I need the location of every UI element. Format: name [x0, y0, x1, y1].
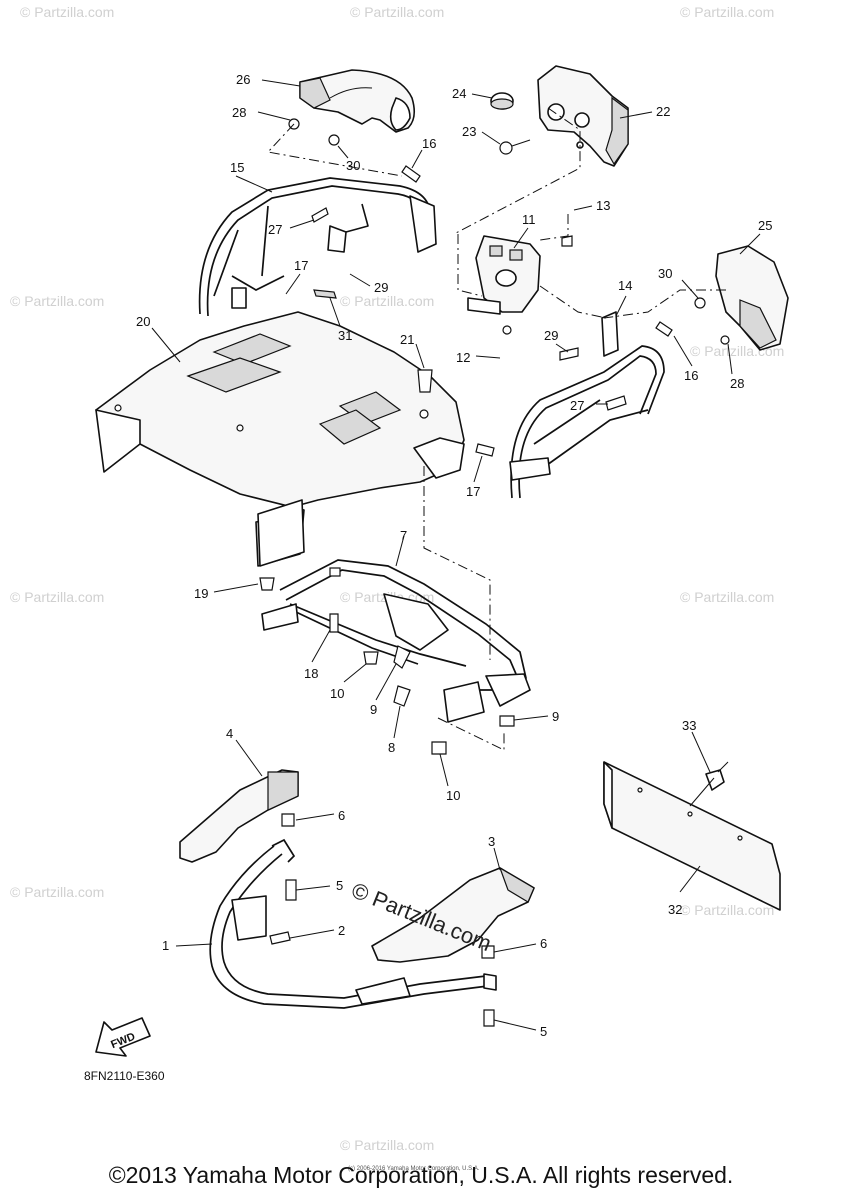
watermark: © Partzilla.com — [350, 4, 444, 20]
part-14-grab-bar-right — [475, 311, 673, 499]
part-1-bumper — [209, 838, 497, 1027]
part-20-rear-fender — [95, 311, 465, 567]
footer-small-text: (c) 2006-2016 Yamaha Motor Corporation, … — [348, 1166, 480, 1172]
callout-24: 24 — [452, 86, 466, 101]
callout-5: 5 — [336, 878, 343, 893]
callout-20: 20 — [136, 314, 150, 329]
part-15-grab-bar-left — [198, 177, 437, 317]
callout-6: 6 — [540, 936, 547, 951]
callout-13: 13 — [596, 198, 610, 213]
callout-25: 25 — [758, 218, 772, 233]
callout-15: 15 — [230, 160, 244, 175]
watermark: © Partzilla.com — [340, 293, 434, 309]
callout-3: 3 — [488, 834, 495, 849]
watermark: © Partzilla.com — [10, 589, 104, 605]
callout-12: 12 — [456, 350, 470, 365]
callout-11: 11 — [522, 212, 536, 227]
part-32-plate — [603, 761, 781, 911]
callout-30: 30 — [346, 158, 360, 173]
callout-22: 22 — [656, 104, 670, 119]
watermark-layer: © Partzilla.com © Partzilla.com © Partzi… — [10, 4, 784, 1153]
callout-numbers: 26 28 30 24 22 23 16 15 27 13 11 25 17 2… — [136, 72, 772, 1039]
watermark: © Partzilla.com — [680, 589, 774, 605]
diagram-code: 8FN2110-E360 — [84, 1069, 165, 1083]
watermark: © Partzilla.com — [10, 293, 104, 309]
callout-28: 28 — [730, 376, 744, 391]
callout-29: 29 — [544, 328, 558, 343]
part-3-side-cover — [371, 866, 535, 963]
watermark: © Partzilla.com — [10, 884, 104, 900]
callout-16: 16 — [684, 368, 698, 383]
callout-10: 10 — [446, 788, 460, 803]
leader-lines — [151, 79, 761, 1031]
part-26-guard-cap — [299, 69, 416, 133]
callout-2: 2 — [338, 923, 345, 938]
callout-9: 9 — [370, 702, 377, 717]
watermark: © Partzilla.com — [340, 1137, 434, 1153]
part-4-side-cover — [179, 769, 299, 863]
watermark: © Partzilla.com — [680, 902, 774, 918]
callout-7: 7 — [400, 528, 407, 543]
callout-8: 8 — [388, 740, 395, 755]
callout-6: 6 — [338, 808, 345, 823]
callout-17: 17 — [466, 484, 480, 499]
callout-1: 1 — [162, 938, 169, 953]
callout-14: 14 — [618, 278, 632, 293]
callout-26: 26 — [236, 72, 250, 87]
fasteners-subframe — [329, 613, 515, 755]
copyright-notice: ©2013 Yamaha Motor Corporation, U.S.A. A… — [108, 1162, 734, 1188]
callout-23: 23 — [462, 124, 476, 139]
callout-30: 30 — [658, 266, 672, 281]
callout-17: 17 — [294, 258, 308, 273]
callout-32: 32 — [668, 902, 682, 917]
callout-5: 5 — [540, 1024, 547, 1039]
callout-33: 33 — [682, 718, 696, 733]
part-33-clip — [689, 761, 729, 807]
callout-19: 19 — [194, 586, 208, 601]
part-24-cap — [490, 92, 514, 110]
callout-10: 10 — [330, 686, 344, 701]
callout-21: 21 — [400, 332, 414, 347]
part-11-bracket — [467, 235, 541, 335]
callout-16: 16 — [422, 136, 436, 151]
callout-31: 31 — [338, 328, 352, 343]
watermark: © Partzilla.com — [680, 4, 774, 20]
callout-4: 4 — [226, 726, 233, 741]
part-23-screw — [499, 139, 531, 155]
fwd-arrow-icon: FWD — [95, 1017, 151, 1057]
part-25-guard-cap — [694, 245, 789, 351]
callout-29: 29 — [374, 280, 388, 295]
assembly-lines — [267, 107, 726, 751]
watermark: © Partzilla.com — [20, 4, 114, 20]
callout-27: 27 — [570, 398, 584, 413]
callout-28: 28 — [232, 105, 246, 120]
part-22-guard-cap — [537, 65, 629, 167]
callout-9: 9 — [552, 709, 559, 724]
part-31-strip — [313, 289, 337, 299]
callout-27: 27 — [268, 222, 282, 237]
callout-18: 18 — [304, 666, 318, 681]
